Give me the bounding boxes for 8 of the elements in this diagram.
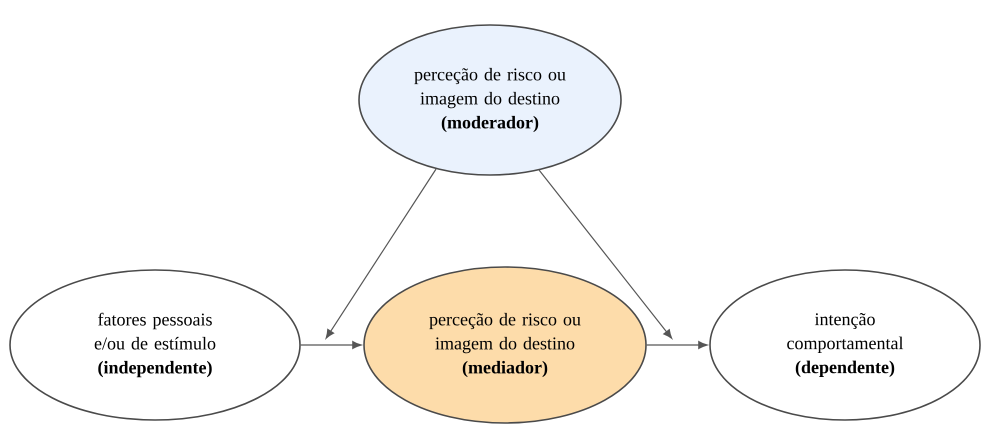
ellipse-node: perceção de risco ou imagem do destino (mediador): [363, 266, 647, 424]
ellipse-node: intenção comportamental (dependente): [709, 269, 981, 421]
arrow: [538, 170, 672, 339]
arrow: [300, 340, 362, 349]
ellipse-node: perceção de risco ou imagem do destino (moderador): [358, 24, 622, 176]
arrow: [326, 168, 436, 339]
arrow: [646, 340, 708, 349]
ellipse-node: fatores pessoais e/ou de estímulo (independente): [9, 269, 301, 421]
